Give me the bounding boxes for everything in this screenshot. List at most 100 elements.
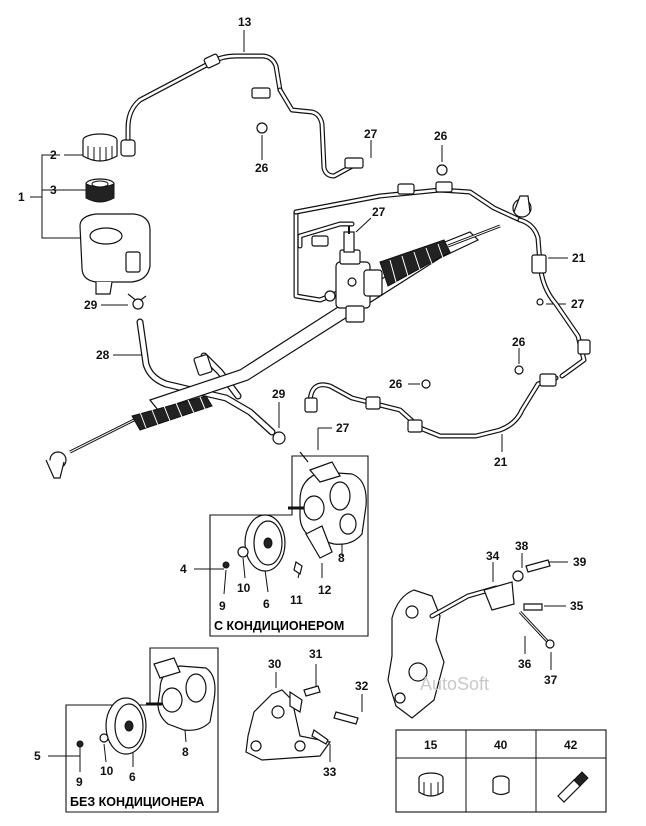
- callout-26-top: 26: [255, 161, 269, 175]
- hose-13-bracket: [251, 87, 271, 99]
- hose-21: [304, 373, 559, 439]
- left-rack-boot: [131, 395, 213, 431]
- callout-10-upper: 10: [237, 581, 251, 595]
- callout-26-right: 26: [434, 129, 448, 143]
- with-ac-frame: [209, 455, 369, 637]
- legend-header-15: 15: [424, 738, 438, 752]
- caption-without-ac: БЕЗ КОНДИЦИОНЕРА: [70, 795, 204, 809]
- callout-27-top: 27: [364, 127, 378, 141]
- legend-part-40-icon: [492, 775, 510, 796]
- steering-valve-body: [324, 226, 383, 323]
- hose-13: [120, 53, 364, 179]
- pressure-tube-nut-b: [435, 181, 453, 193]
- hose-13-end-fitting: [120, 139, 136, 157]
- pump-8-upper: [288, 461, 367, 545]
- nut-10-lower: [99, 733, 109, 743]
- legend-header-40: 40: [494, 738, 508, 752]
- pressure-tube-nut-c: [311, 235, 329, 247]
- callout-36: 36: [518, 657, 532, 671]
- reservoir-strainer-3: [85, 178, 115, 203]
- callout-29-middle: 29: [272, 387, 286, 401]
- pressure-tube: [293, 181, 523, 303]
- callout-13: 13: [238, 15, 252, 29]
- caption-with-ac: С КОНДИЦИОНЕРОМ: [214, 619, 344, 633]
- callout-3: 3: [50, 183, 57, 197]
- bracket-12: [305, 525, 333, 559]
- watermark: AutoSoft: [420, 674, 489, 694]
- clamp-29-middle: [272, 431, 286, 445]
- oring-27-right: [536, 298, 544, 306]
- callout-27-middle: 27: [336, 421, 350, 435]
- right-rack-boot: [379, 239, 451, 287]
- pump-8-lower: [146, 657, 216, 731]
- callout-11: 11: [290, 593, 303, 607]
- bolt-26-top: [256, 122, 268, 134]
- callout-2: 2: [50, 148, 57, 162]
- nut-38: [512, 570, 524, 582]
- parts-legend-table: [395, 729, 607, 813]
- callout-labels: 13 2 3 1 26 27 27 26 21 27 26 26 29 28 2…: [18, 15, 587, 789]
- steering-rack-assembly: [45, 195, 532, 479]
- legend-part-15-icon: [418, 772, 444, 797]
- washer-9-upper: [222, 561, 230, 569]
- callout-26-far-right: 26: [512, 335, 526, 349]
- hose-17-crimp: [531, 254, 547, 274]
- reservoir-cap-2: [82, 133, 118, 162]
- bolt-26-right: [436, 164, 448, 176]
- bolt-39: [525, 559, 551, 573]
- reservoir-assembly: [79, 133, 151, 303]
- hose-17-end: [577, 339, 591, 355]
- hose-21-clamp: [407, 419, 423, 433]
- callout-28: 28: [96, 348, 110, 362]
- callout-10-lower: 10: [100, 764, 114, 778]
- bracket-34: [483, 581, 515, 611]
- callout-6-upper: 6: [263, 597, 270, 611]
- callout-38: 38: [515, 539, 529, 553]
- clamp-29-top: [132, 298, 144, 310]
- hose-21-end-fitting: [304, 397, 318, 413]
- callout-26-middle: 26: [389, 377, 403, 391]
- hose-21-crimp-a: [365, 396, 381, 410]
- callout-35: 35: [570, 599, 584, 613]
- nut-37: [545, 639, 555, 649]
- callout-39: 39: [573, 555, 587, 569]
- bolt-11: [293, 561, 303, 575]
- pressure-tube-nut-a: [397, 183, 415, 195]
- hose-21-crimp-b: [539, 373, 557, 387]
- bolt-32: [333, 711, 359, 725]
- callout-34: 34: [486, 549, 500, 563]
- callout-27-right: 27: [571, 297, 585, 311]
- callout-32: 32: [355, 679, 369, 693]
- hose-13-clamp: [203, 53, 221, 69]
- callout-27-mid: 27: [372, 205, 386, 219]
- bolt-26-middle: [421, 379, 431, 389]
- callout-21: 21: [494, 455, 508, 469]
- hose-17: [512, 200, 591, 379]
- callout-33: 33: [323, 765, 337, 779]
- callout-30: 30: [268, 657, 282, 671]
- callout-8-lower: 8: [182, 745, 189, 759]
- bolt-35: [523, 603, 543, 611]
- hose-13-tube-nut: [344, 157, 364, 169]
- bolt-31: [303, 685, 321, 697]
- callout-31: 31: [309, 647, 323, 661]
- callout-17: 21: [572, 251, 586, 265]
- pump-without-ac-group: [65, 647, 219, 813]
- bolt-33: [311, 729, 329, 745]
- pump-bracket-30: [245, 685, 359, 761]
- callout-5: 5: [34, 749, 41, 763]
- legend-part-42-icon: [557, 771, 589, 803]
- callout-37: 37: [544, 673, 558, 687]
- bolt-26-far-right: [514, 365, 524, 375]
- callout-1: 1: [18, 190, 25, 204]
- rack-mount-left: [193, 354, 213, 376]
- washer-9-lower: [76, 740, 84, 748]
- nut-10-upper: [237, 546, 249, 558]
- pump-with-ac-group: [209, 451, 369, 637]
- callout-4: 4: [180, 562, 187, 576]
- callout-29-top: 29: [84, 298, 98, 312]
- engine-bracket-assembly: [387, 559, 555, 719]
- small-fasteners: [132, 122, 544, 445]
- callout-9-lower: 9: [76, 775, 83, 789]
